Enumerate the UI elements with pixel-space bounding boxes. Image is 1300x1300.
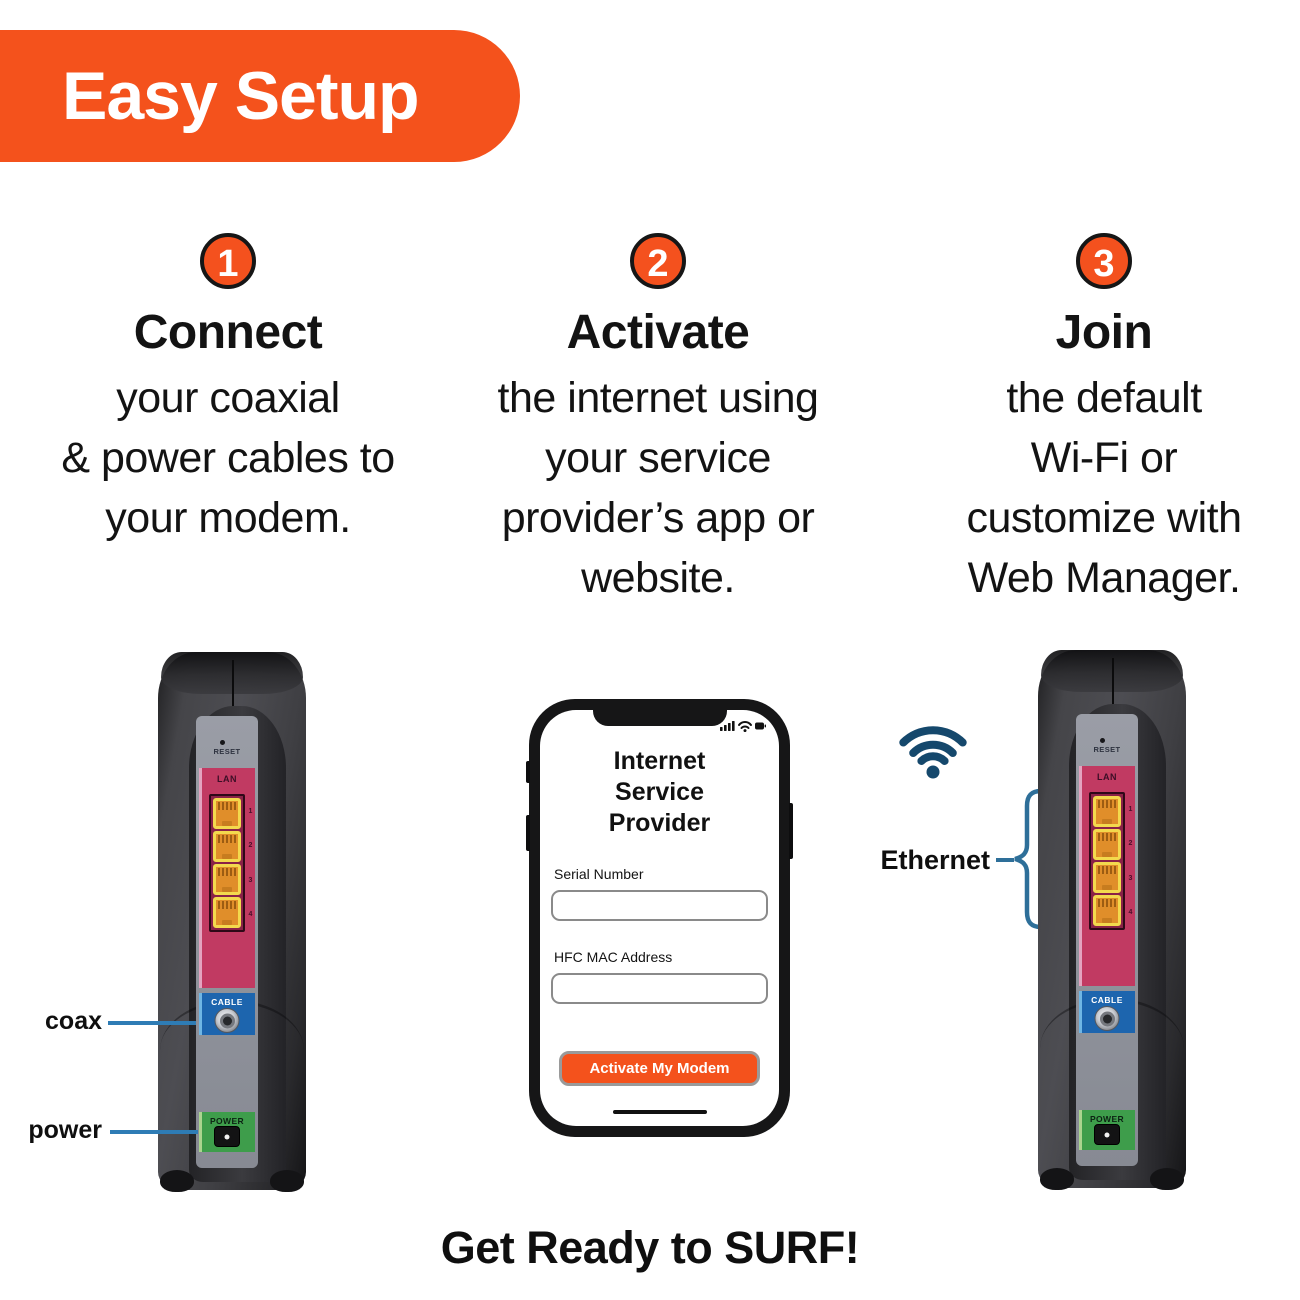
ethernet-port-1 — [213, 798, 241, 829]
modem-foot — [1040, 1168, 1074, 1190]
cable-stripe — [1079, 991, 1082, 1033]
step-3: 3 Join the default Wi-Fi or customize wi… — [894, 233, 1300, 608]
footer-tagline: Get Ready to SURF! — [440, 1222, 860, 1273]
modem-seam — [232, 660, 234, 714]
step-1: 1 Connect your coaxial & power cables to… — [18, 233, 438, 548]
wifi-icon — [899, 726, 967, 779]
power-stripe — [1079, 1110, 1082, 1150]
reset-label: RESET — [1093, 745, 1121, 754]
ethernet-port-2 — [213, 831, 241, 862]
modem-seam — [1112, 658, 1114, 712]
port-number: 3 — [1128, 874, 1133, 882]
power-pointer-line — [110, 1130, 198, 1134]
power-jack — [1094, 1124, 1120, 1145]
port-number: 4 — [248, 911, 253, 919]
port-number: 3 — [248, 876, 253, 884]
lan-section: LAN 1 2 3 4 — [1079, 766, 1135, 986]
ethernet-port-1 — [1093, 796, 1121, 827]
ethernet-pointer-line — [996, 858, 1014, 862]
battery-icon — [755, 722, 766, 730]
modem-rear-right: RESET LAN 1 2 3 4 CABLE — [1038, 650, 1186, 1190]
power-label: POWER — [209, 1116, 245, 1126]
step-1-number-badge: 1 — [200, 233, 256, 289]
smartphone-mockup: Internet Service Provider Serial Number … — [526, 699, 793, 1137]
port-number: 4 — [1128, 909, 1133, 917]
phone-volume-button — [526, 761, 530, 783]
coax-connector — [1094, 1006, 1120, 1031]
ethernet-port-3 — [213, 864, 241, 895]
lan-label: LAN — [1097, 772, 1117, 782]
power-section: POWER — [199, 1112, 255, 1152]
modem-rear-panel: RESET LAN 1 2 3 4 CABLE — [1076, 714, 1138, 1166]
serial-number-input[interactable] — [551, 890, 768, 921]
hfc-mac-label: HFC MAC Address — [554, 949, 673, 965]
serial-number-label: Serial Number — [554, 866, 644, 882]
ethernet-port-4 — [213, 897, 241, 928]
lan-stripe — [199, 768, 202, 988]
port-number: 2 — [1128, 840, 1133, 848]
cable-label: CABLE — [1091, 995, 1123, 1005]
ethernet-ports — [1089, 792, 1125, 930]
coax-callout-label: coax — [45, 1007, 102, 1035]
ethernet-port-3 — [1093, 862, 1121, 893]
cable-section: CABLE — [1079, 991, 1135, 1033]
status-bar-icons — [720, 721, 766, 732]
step-2-number-badge: 2 — [630, 233, 686, 289]
cable-section: CABLE — [199, 993, 255, 1035]
ethernet-brace — [1014, 788, 1044, 930]
ethernet-callout-label: Ethernet — [880, 845, 990, 875]
reset-pinhole — [220, 740, 225, 745]
phone-notch — [592, 710, 727, 726]
coax-pointer-line — [108, 1021, 196, 1025]
lan-stripe — [1079, 766, 1082, 986]
port-numbers: 1 2 3 4 — [246, 794, 255, 932]
power-stripe — [199, 1112, 202, 1152]
power-callout-label: power — [28, 1116, 102, 1144]
coax-connector — [214, 1008, 240, 1033]
ethernet-port-2 — [1093, 829, 1121, 860]
port-number: 1 — [248, 807, 253, 815]
reset-label: RESET — [213, 747, 241, 756]
power-section: POWER — [1079, 1110, 1135, 1150]
modem-foot — [1150, 1168, 1184, 1190]
step-1-description: your coaxial & power cables to your mode… — [61, 374, 395, 542]
wifi-status-dot — [743, 729, 747, 732]
modem-rear-panel: RESET LAN 1 2 3 4 CABLE — [196, 716, 258, 1168]
port-numbers: 1 2 3 4 — [1126, 792, 1135, 930]
power-label: POWER — [1089, 1114, 1125, 1124]
cable-stripe — [199, 993, 202, 1035]
modem-foot — [160, 1170, 194, 1192]
step-2-heading: Activate — [566, 306, 750, 359]
step-2-description: the internet using your service provider… — [497, 374, 819, 602]
modem-rear-left: RESET LAN 1 2 3 4 CABLE — [158, 652, 306, 1192]
port-number: 1 — [1128, 805, 1133, 813]
banner-title: Easy Setup — [62, 58, 420, 134]
step-3-heading: Join — [1055, 306, 1153, 359]
activate-modem-button[interactable]: Activate My Modem — [559, 1051, 760, 1086]
step-1-heading: Connect — [133, 306, 323, 359]
lan-section: LAN 1 2 3 4 — [199, 768, 255, 988]
lan-label: LAN — [217, 774, 237, 784]
reset-pinhole — [1100, 738, 1105, 743]
step-3-description: the default Wi-Fi or customize with Web … — [966, 374, 1242, 602]
step-2: 2 Activate the internet using your servi… — [448, 233, 868, 608]
signal-icon — [720, 721, 735, 731]
isp-app-title: Internet Service Provider — [608, 747, 711, 837]
power-jack — [214, 1126, 240, 1147]
home-indicator — [612, 1110, 707, 1114]
ethernet-ports — [209, 794, 245, 932]
phone-volume-button — [526, 815, 530, 851]
hfc-mac-input[interactable] — [551, 973, 768, 1004]
phone-power-button — [789, 803, 793, 859]
step-3-number-badge: 3 — [1076, 233, 1132, 289]
easy-setup-banner: Easy Setup — [0, 30, 520, 162]
modem-foot — [270, 1170, 304, 1192]
cable-label: CABLE — [211, 997, 243, 1007]
phone-screen: Internet Service Provider Serial Number … — [540, 710, 779, 1126]
port-number: 2 — [248, 842, 253, 850]
wifi-status-icon — [738, 721, 752, 729]
ethernet-port-4 — [1093, 895, 1121, 926]
